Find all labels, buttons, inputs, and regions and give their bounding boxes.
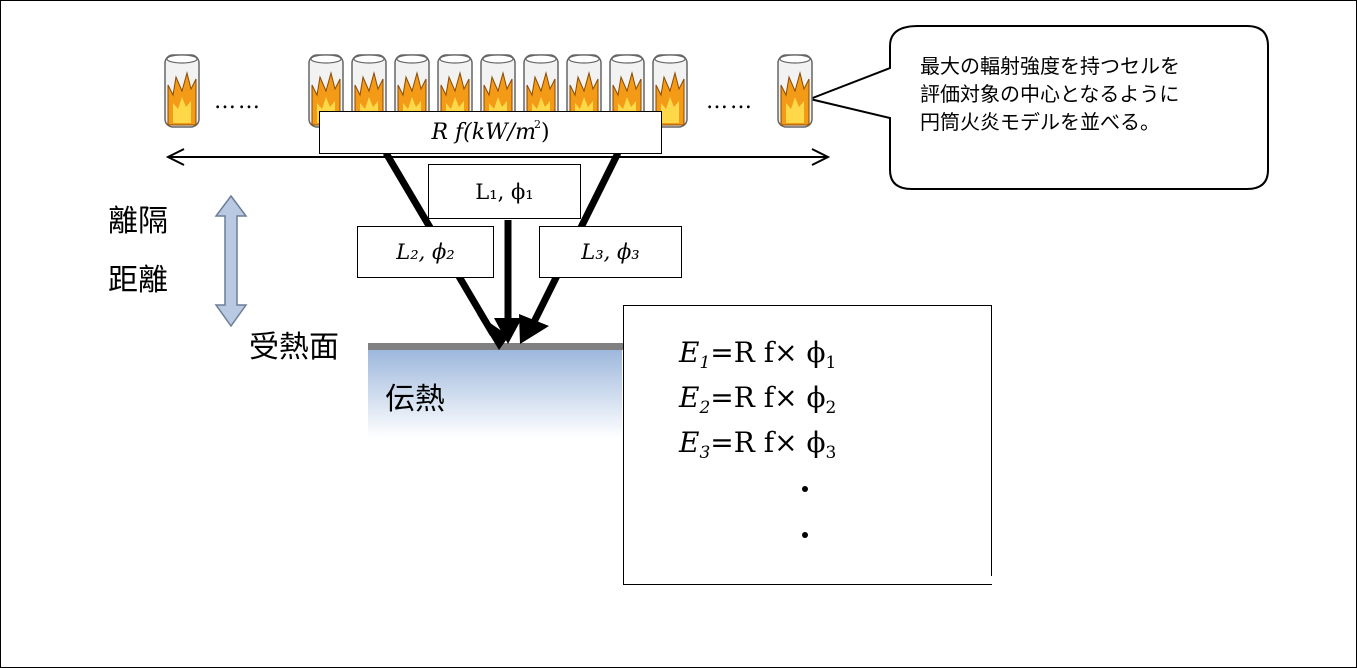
callout-bubble — [806, 25, 1269, 190]
equation-1-lhs: E — [679, 336, 700, 369]
fire-cylinder-icon — [164, 54, 200, 128]
equation-1-rhs: =R f× ϕ — [710, 336, 826, 369]
equations-box: E1=R f× ϕ1 E2=R f× ϕ2 E3=R f× ϕ3 — [623, 305, 992, 585]
radiant-flux-exponent: 2 — [533, 118, 541, 131]
equation-3: E3=R f× ϕ3 — [679, 426, 836, 463]
equation-2-sub: 2 — [699, 398, 711, 418]
equation-2-rsub: 2 — [825, 398, 837, 418]
equation-1-rsub: 1 — [825, 353, 837, 373]
equation-3-sub: 3 — [699, 443, 711, 463]
l1-phi1-box: L₁, ϕ₁ — [428, 164, 581, 219]
receiving-surface-label: 受熱面 — [249, 330, 339, 365]
equation-1-sub: 1 — [699, 353, 711, 373]
arrowhead-right-icon — [519, 314, 549, 344]
equation-3-rsub: 3 — [825, 443, 837, 463]
continuation-dot — [802, 486, 808, 492]
continuation-dot — [802, 532, 808, 538]
callout-line-3: 円筒火炎モデルを並べる。 — [920, 110, 1160, 134]
arrowhead-center-icon — [494, 318, 522, 344]
arrow-right-icon — [811, 148, 831, 166]
l2-phi2-box: L₂, ϕ₂ — [357, 226, 494, 278]
separation-label-line1: 離隔 — [108, 204, 168, 239]
equation-3-lhs: E — [679, 426, 700, 459]
heat-transfer-label: 伝熱 — [385, 382, 445, 417]
equation-2: E2=R f× ϕ2 — [679, 381, 836, 418]
separation-distance-arrow — [214, 194, 248, 328]
radiant-flux-label: R f(kW/m — [431, 120, 536, 145]
heat-gradient-area — [368, 348, 622, 438]
equation-2-rhs: =R f× ϕ — [710, 381, 826, 414]
l3-phi3-box: L₃, ϕ₃ — [539, 226, 682, 278]
ellipsis-left: …… — [214, 89, 262, 114]
equation-1: E1=R f× ϕ1 — [679, 336, 836, 373]
callout-line-2: 評価対象の中心となるように — [920, 82, 1180, 106]
equation-3-rhs: =R f× ϕ — [710, 426, 826, 459]
l1-phi1-label: L₁, ϕ₁ — [475, 179, 534, 204]
ellipsis-right: …… — [706, 89, 754, 114]
radiant-flux-close: ) — [540, 120, 550, 145]
equation-2-lhs: E — [679, 381, 700, 414]
separation-label-line2: 距離 — [108, 263, 168, 298]
l3-phi3-label: L₃, ϕ₃ — [581, 240, 640, 264]
arrowhead-left-icon — [477, 314, 509, 350]
arrow-left-icon — [165, 148, 185, 166]
callout-text: 最大の輻射強度を持つセルを 評価対象の中心となるように 円筒火炎モデルを並べる。 — [920, 52, 1250, 136]
callout-line-1: 最大の輻射強度を持つセルを — [920, 54, 1180, 78]
l2-phi2-label: L₂, ϕ₂ — [396, 240, 455, 264]
fire-cylinder-icon — [777, 54, 813, 128]
receiving-surface-line — [368, 343, 624, 350]
